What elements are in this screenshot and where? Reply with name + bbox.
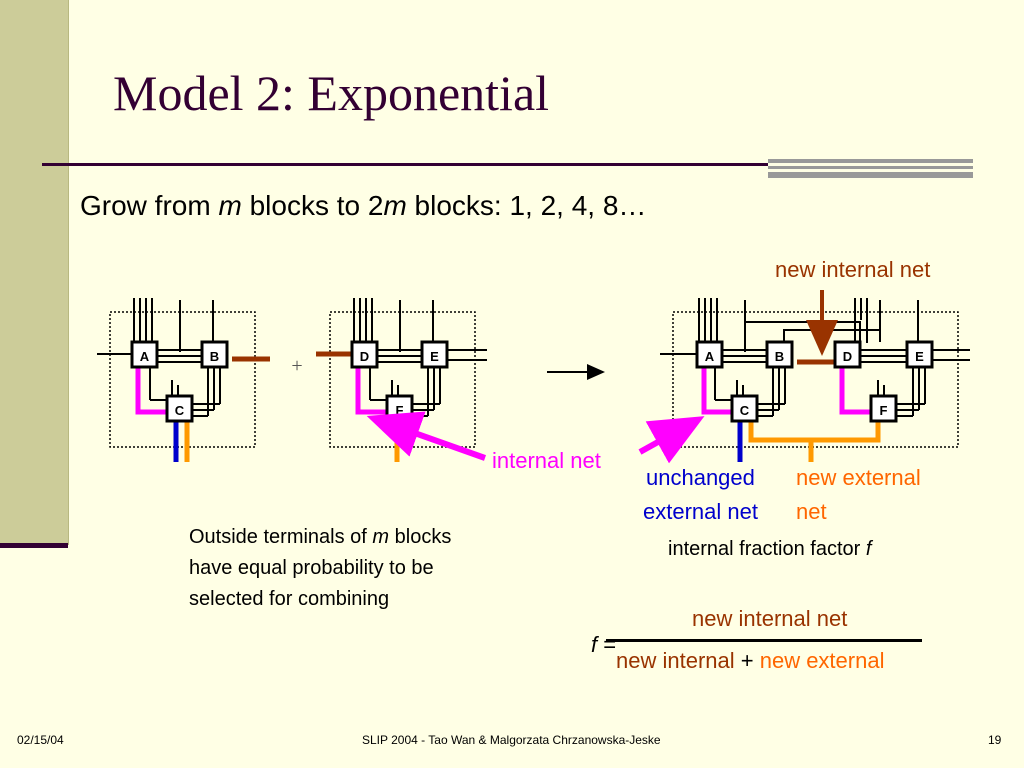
plus-sign: + [291,355,302,377]
new-external-label-line2: net [796,499,827,524]
block-label: D [843,349,852,364]
block-label: E [915,349,924,364]
block-label: C [740,403,750,418]
block-label: A [705,349,715,364]
block-label: F [880,403,888,418]
footer-center: SLIP 2004 - Tao Wan & Malgorzata Chrzano… [362,733,661,747]
left-block-group: A B C [97,298,270,462]
block-label: E [430,349,439,364]
formula-denominator: new internal + new external [616,648,885,673]
title-rule-grey [768,172,973,178]
block-label: A [140,349,150,364]
title-rule-grey [768,166,973,169]
slide-subtitle: Grow from m blocks to 2m blocks: 1, 2, 4… [80,190,647,221]
internal-net-label: internal net [492,448,601,473]
fraction-caption: internal fraction factor f [668,538,872,560]
internal-net-arrow-left [366,411,487,461]
left-group-boundary [109,311,256,448]
left-accent-bar [0,0,69,545]
title-rule [42,163,768,166]
formula-lhs: f = [591,632,617,657]
unchanged-label-line1: unchanged [646,465,755,490]
left-accent-bar-foot [0,543,68,548]
block-label: B [210,349,219,364]
unchanged-label-line2: external net [643,499,758,524]
internal-net-arrow-right [638,416,705,464]
block-label: B [775,349,784,364]
title-rule-grey [768,159,973,163]
combined-group-boundary [672,311,959,448]
new-external-label-line1: new external [796,465,921,490]
middle-block-group: D E F [316,298,487,462]
formula-numerator: new internal net [692,606,848,631]
description-text: Outside terminals of m blocks have equal… [189,526,452,610]
footer-page-number: 19 [988,733,1002,747]
footer-date: 02/15/04 [17,733,64,747]
new-internal-net-label: new internal net [775,257,931,282]
slide-title: Model 2: Exponential [113,65,550,121]
block-label: F [396,403,404,418]
combined-block-group: A B C D E F [660,298,970,462]
block-label: D [360,349,369,364]
fraction-bar [606,639,922,642]
block-label: C [175,403,185,418]
